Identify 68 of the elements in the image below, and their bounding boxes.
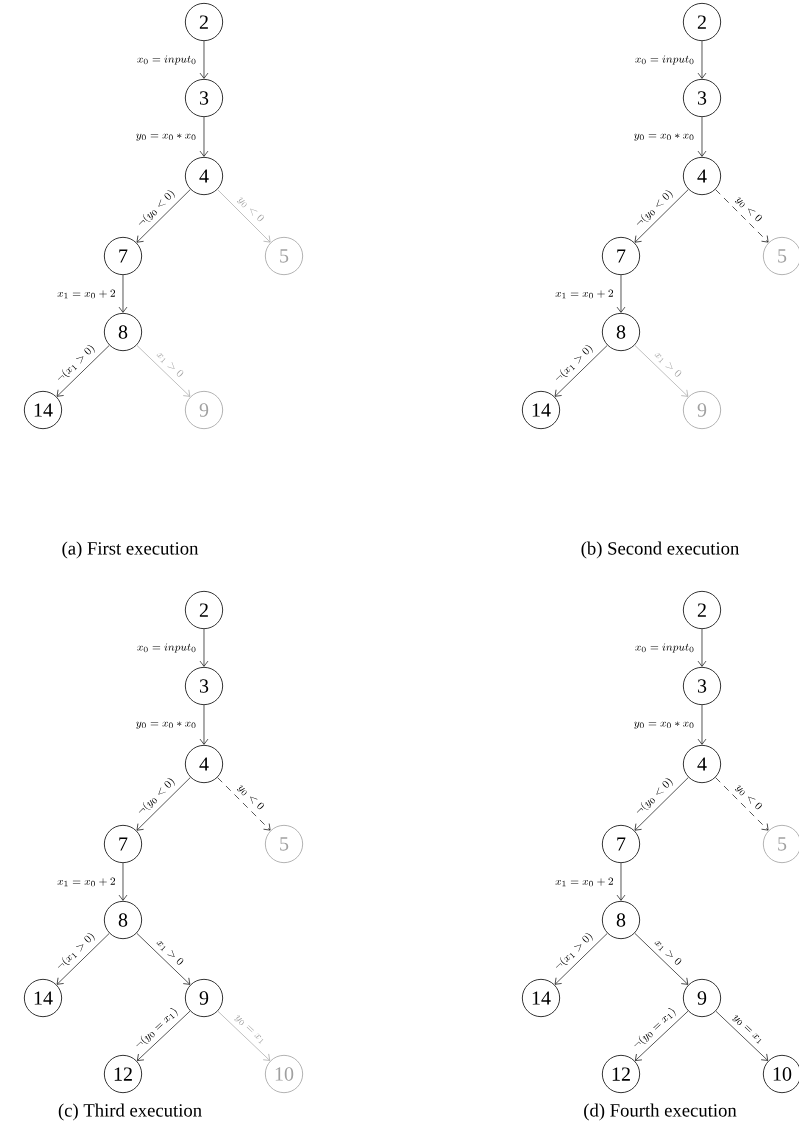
edge-label: $x_0 = input_0$	[137, 55, 196, 65]
arrow	[634, 189, 689, 243]
arrow	[634, 1010, 689, 1061]
subfigure-caption: (c) Third execution	[58, 1103, 202, 1121]
arrow	[56, 345, 110, 397]
arrow	[217, 777, 271, 831]
edge-label: $y_0 < 0$	[237, 197, 264, 222]
arrow	[616, 274, 626, 313]
arrow	[697, 628, 707, 667]
edge-label: $\neg(x_1 > 0)$	[58, 933, 95, 968]
arrow	[217, 1010, 271, 1061]
arrow	[136, 189, 191, 243]
edge-label: $\neg(x_1 > 0)$	[556, 933, 593, 968]
edge-label: $\neg(x_1 > 0)$	[58, 345, 95, 380]
edge-label: $\neg(y_0 = x_1)$	[136, 1008, 178, 1047]
arrow	[715, 189, 769, 243]
edge-label: $x_1 > 0$	[156, 940, 184, 965]
arrow	[118, 274, 128, 313]
arrow	[697, 704, 707, 745]
edge-label: $x_1 = x_0 + 2$	[57, 289, 116, 299]
arrow	[217, 189, 271, 243]
arrow	[199, 628, 209, 667]
edge-label: $x_0 = input_0$	[635, 55, 694, 65]
arrow	[56, 933, 110, 985]
arrow	[199, 116, 209, 157]
arrow	[554, 933, 608, 985]
arrow	[554, 345, 608, 397]
subfigure-caption: (d) Fourth execution	[584, 1103, 737, 1121]
arrow	[715, 1010, 769, 1061]
arrow	[136, 344, 191, 397]
arrow	[199, 704, 209, 745]
edge-label: $x_0 = input_0$	[635, 643, 694, 653]
edge-label: $y_0 = x_0 * x_0$	[634, 133, 694, 141]
edge-label: $x_1 = x_0 + 2$	[555, 877, 614, 887]
edge-label: $\neg(y_0 < 0)$	[138, 778, 175, 813]
arrow	[715, 777, 769, 831]
edge-label: $\neg(y_0 < 0)$	[138, 190, 175, 225]
subfigure-caption: (a) First execution	[62, 541, 199, 559]
arrow	[199, 40, 209, 79]
arrow	[634, 932, 689, 985]
edge-label: $y_0 = x_0 * x_0$	[634, 721, 694, 729]
edge-label: $y_0 < 0$	[735, 197, 762, 222]
arrow	[118, 862, 128, 901]
edge-label: $\neg(y_0 < 0)$	[636, 190, 673, 225]
arrow	[136, 777, 191, 831]
arrow	[616, 862, 626, 901]
edge-label: $y_0 < 0$	[237, 785, 264, 810]
edge-label: $x_1 > 0$	[654, 940, 682, 965]
arrow	[634, 344, 689, 397]
edge-label: $x_1 > 0$	[654, 352, 682, 377]
arrow	[697, 40, 707, 79]
arrow	[634, 777, 689, 831]
subfigure-caption: (b) Second execution	[581, 541, 740, 559]
arrow	[136, 1010, 191, 1061]
arrow	[697, 116, 707, 157]
edge-label: $\neg(y_0 < 0)$	[636, 778, 673, 813]
edge-label: $y_0 = x_1$	[732, 1015, 762, 1045]
edge-label: $\neg(x_1 > 0)$	[556, 345, 593, 380]
edge-label: $x_1 = x_0 + 2$	[555, 289, 614, 299]
edge-label: $y_0 = x_1$	[234, 1015, 264, 1045]
edge-label: $y_0 = x_0 * x_0$	[136, 721, 196, 729]
edge-label: $x_1 = x_0 + 2$	[57, 877, 116, 887]
edge-label: $x_0 = input_0$	[137, 643, 196, 653]
edge-label: $\neg(y_0 = x_1)$	[634, 1008, 676, 1047]
arrow	[136, 932, 191, 985]
edge-label: $x_1 > 0$	[156, 352, 184, 377]
edge-label: $y_0 = x_0 * x_0$	[136, 133, 196, 141]
edge-label: $y_0 < 0$	[735, 785, 762, 810]
